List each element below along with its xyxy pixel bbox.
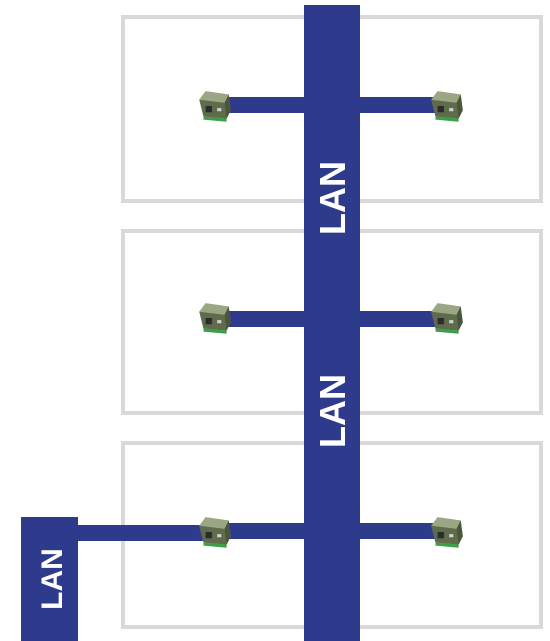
controller-device-icon <box>199 517 231 548</box>
controller-device-icon <box>431 91 463 122</box>
controller-device-icon <box>431 303 463 334</box>
branch-line-room-3-right <box>358 523 440 539</box>
branch-line-room-2-left <box>222 311 306 327</box>
branch-line-room-2-right <box>358 311 440 327</box>
branch-line-room-3-left <box>222 523 306 539</box>
branch-line-room-1-left <box>222 97 306 113</box>
controller-device-icon <box>199 91 231 122</box>
controller-device-icon <box>199 303 231 334</box>
branch-line-room-1-right <box>358 97 440 113</box>
controller-device-icon <box>431 517 463 548</box>
backbone-label-2: LAN <box>312 374 353 448</box>
external-link-line <box>76 525 216 541</box>
lan-backbone <box>304 5 360 641</box>
external-lan-box <box>21 517 78 641</box>
external-lan-label: LAN <box>36 548 69 610</box>
backbone-label-1: LAN <box>312 161 353 235</box>
